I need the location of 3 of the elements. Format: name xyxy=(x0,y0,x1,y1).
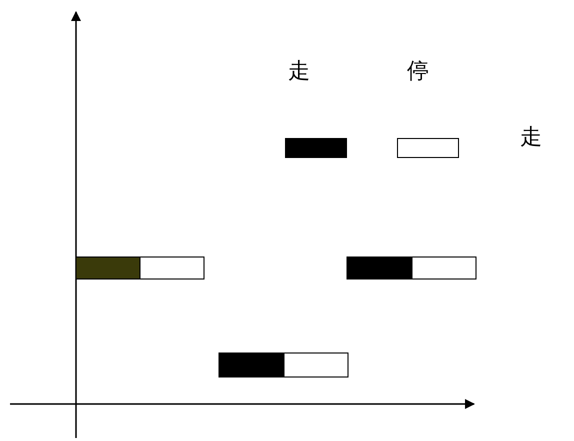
text-label: 走 xyxy=(520,126,542,150)
legend-label: 停 xyxy=(407,60,429,84)
legend-label: 走 xyxy=(288,60,310,84)
